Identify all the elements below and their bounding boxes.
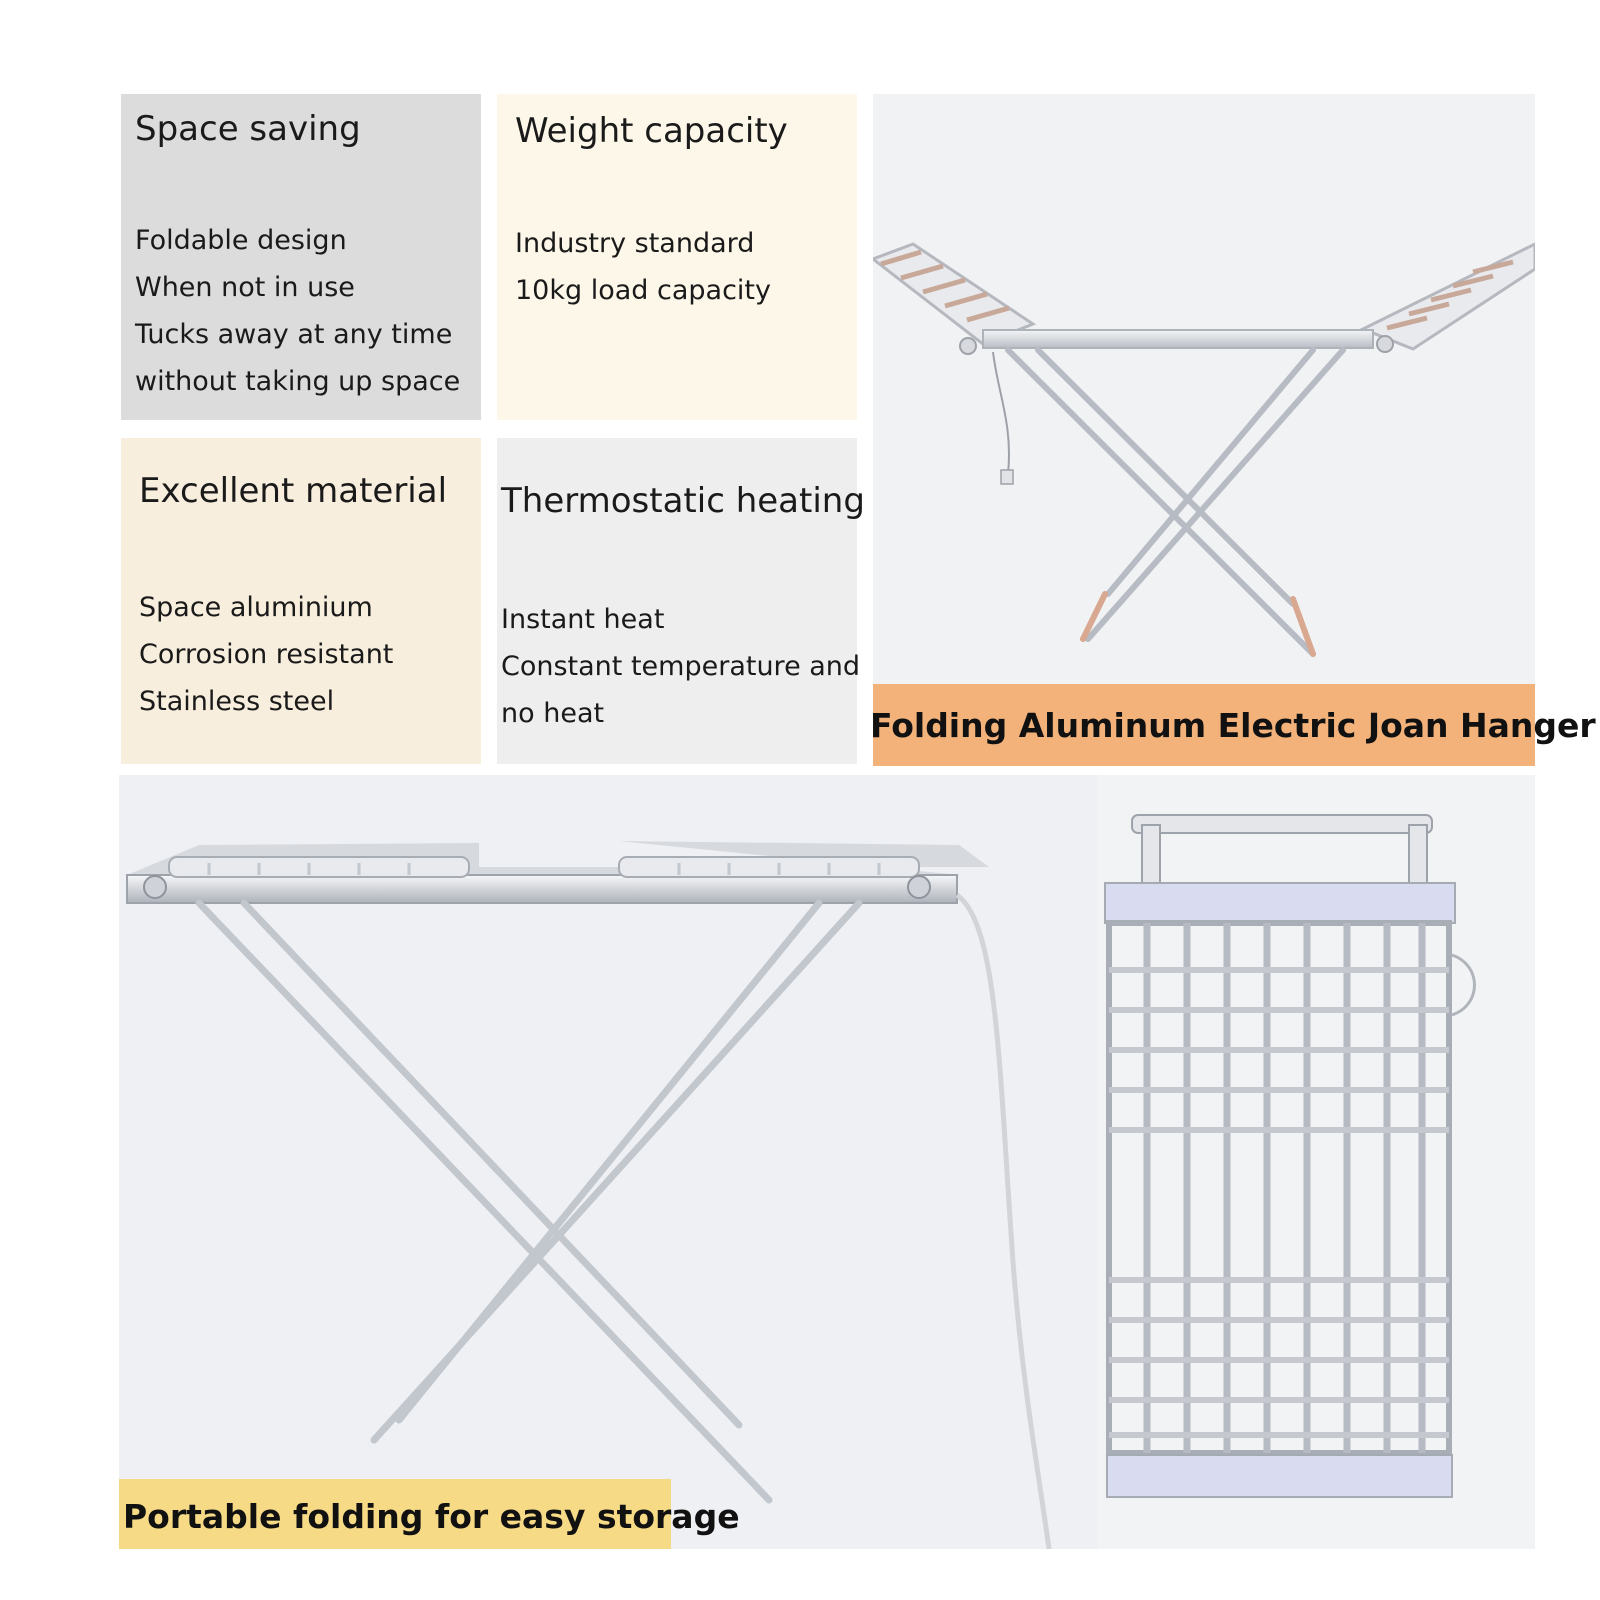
feature-line: 10kg load capacity xyxy=(515,275,771,306)
feature-panel-space-saving: Space saving Foldable design When not in… xyxy=(121,94,481,420)
feature-line: Corrosion resistant xyxy=(139,639,394,670)
feature-lines: Foldable design When not in use Tucks aw… xyxy=(135,217,460,405)
folded-rack-inset xyxy=(1097,775,1535,1549)
feature-lines: Industry standard 10kg load capacity xyxy=(515,220,771,314)
feature-heading: Space saving xyxy=(135,109,361,149)
storage-caption-banner: Portable folding for easy storage xyxy=(119,1479,740,1549)
feature-line: When not in use xyxy=(135,272,355,303)
product-title-banner: Folding Aluminum Electric Joan Hanger xyxy=(870,684,1596,766)
feature-lines: Instant heat Constant temperature and no… xyxy=(501,596,860,737)
feature-heading: Weight capacity xyxy=(515,111,788,151)
feature-line: Instant heat xyxy=(501,604,665,635)
folded-rack-illustration xyxy=(1104,814,1476,1498)
feature-panel-excellent-material: Excellent material Space aluminium Corro… xyxy=(121,438,481,764)
rack-side-view-illustration xyxy=(126,841,1052,1549)
feature-line: Industry standard xyxy=(515,228,755,259)
feature-panel-thermostatic-heating: Thermostatic heating Instant heat Consta… xyxy=(497,438,865,764)
product-photo-open-rack xyxy=(873,94,1535,684)
product-photo-folding xyxy=(119,775,1535,1549)
storage-caption: Portable folding for easy storage xyxy=(123,1497,740,1536)
feature-line: Space aluminium xyxy=(139,592,373,623)
feature-heading: Excellent material xyxy=(139,471,448,511)
feature-heading: Thermostatic heating xyxy=(501,481,865,521)
feature-line: without taking up space xyxy=(135,366,461,397)
feature-lines: Space aluminium Corrosion resistant Stai… xyxy=(139,584,393,725)
feature-line: Foldable design xyxy=(135,225,347,256)
feature-panel-weight-capacity: Weight capacity Industry standard 10kg l… xyxy=(497,94,857,420)
product-title: Folding Aluminum Electric Joan Hanger xyxy=(870,706,1596,745)
feature-line: Stainless steel xyxy=(139,686,335,717)
feature-line: Tucks away at any time xyxy=(135,319,453,350)
drying-rack-illustration xyxy=(873,242,1535,657)
feature-line: no heat xyxy=(501,698,605,729)
feature-line: Constant temperature and xyxy=(501,651,861,682)
